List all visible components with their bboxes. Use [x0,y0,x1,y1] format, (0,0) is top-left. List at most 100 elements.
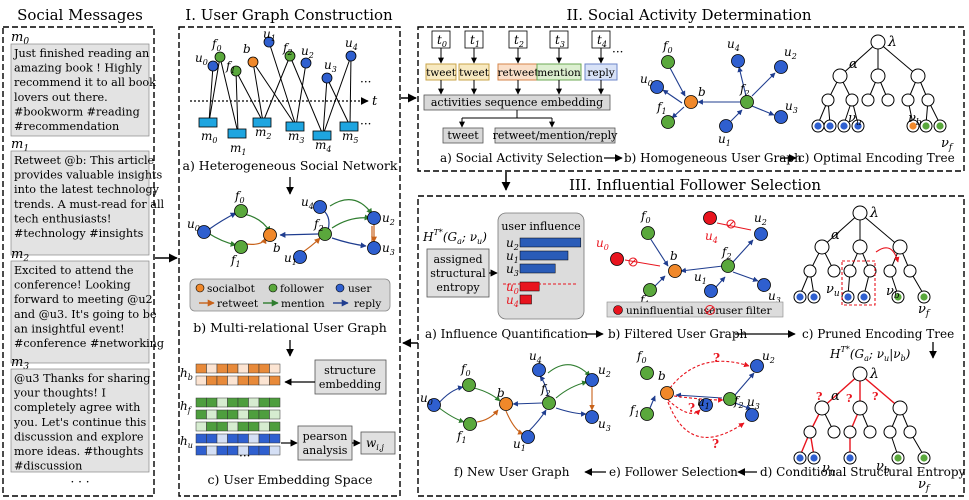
section2-panel [417,26,965,172]
embedding-cell [248,397,260,408]
tree-node [852,366,868,382]
tree-node [883,264,897,278]
message-line: Excited to attend the [14,264,134,277]
embedding-cell [269,397,281,408]
section3-e-caption: e) Follower Selection [609,465,738,479]
tree-node [870,68,886,84]
tree-node [832,68,848,84]
nu-label: νb [886,284,900,301]
embedding-cell [248,363,260,374]
section2-b-caption: b) Homogeneous User Graph [624,151,802,165]
tree-leaf-core [840,122,848,130]
embedding-cell [206,375,218,386]
svg-text:b: b [273,241,281,255]
embedding-cell [237,363,249,374]
message-line: #discussion [14,460,82,473]
svg-text:u3: u3 [598,417,611,433]
tree-node [845,93,859,107]
legend-socialbot-icon [195,283,205,293]
svg-text:f1: f1 [225,59,236,75]
embedding-cell [227,433,239,444]
nu-label: νb [908,111,922,128]
embedding-row-labels: hb hf hu [180,366,193,450]
message-line: recommend it to all book [14,76,156,89]
tree-node [852,239,868,255]
message-line: trends. A must-read for all [14,198,165,211]
alpha-label: α [831,228,840,243]
tree-leaf-core [936,122,944,130]
influence-bar [519,263,556,274]
section2-title: II. Social Activity Determination [566,6,811,24]
embedding-cell [237,421,249,432]
svg-text:u2: u2 [762,349,775,365]
svg-text:u0: u0 [420,391,433,407]
tree-leaf-core [920,454,928,462]
legend-follower-icon [268,283,278,293]
structure-embedding-line2: embedding [319,378,381,391]
output-tweet-label: tweet [447,129,479,142]
filtered-graph: f0 f1 u0 b f2 u4 u2 u3 u1 [596,209,781,309]
section1-c-caption: c) User Embedding Space [208,472,373,487]
tree-leaf-core [860,293,868,301]
time-label: t2 [514,33,524,49]
embedding-cell [227,363,239,374]
tree-node [814,239,830,255]
legend: socialbot follower user retweet mention … [195,283,381,310]
svg-text:b: b [497,386,505,400]
embedding-cell [216,363,228,374]
svg-text:···: ··· [360,117,371,131]
embedding-cell [237,433,249,444]
tree-node [921,93,935,107]
pearson-line2: analysis [303,444,348,457]
tree-leaf-core [846,454,854,462]
pearson-box [297,425,353,461]
time-axis-label: t [372,94,378,109]
user-influence-title: user influence [501,220,580,233]
tree-leaf-core [909,122,917,130]
message-line: an insightful event! [14,322,125,335]
output-other-label: retweet/mention/reply [493,129,618,142]
svg-text:u2: u2 [754,211,767,227]
embedding-cell [227,375,239,386]
svg-text:f2: f2 [721,245,732,261]
embedding-cell [216,397,228,408]
activity-label: retweet [497,67,539,79]
tree-node [852,205,868,221]
entropy-expression: HT*(Ga; νu) [422,228,487,246]
svg-text:u3: u3 [382,241,395,257]
nu-label: νu [826,282,840,299]
tree-node [863,425,877,439]
nu-label: νu [848,111,862,128]
embedding-cell [248,409,260,420]
filter-legend: user filter [719,305,773,317]
message-line: Retweet @b: This article [14,154,155,167]
embedding-cell [248,375,260,386]
tree-leaf-core [894,293,902,301]
svg-text:f2: f2 [540,382,551,398]
tree-node [863,264,877,278]
svg-text:b: b [670,249,678,263]
message-line: more ideas. #thoughts [14,445,144,458]
embedding-cell [237,397,249,408]
tree-leaf-core [814,122,822,130]
legend-reply: reply [354,298,381,310]
svg-text:f0: f0 [234,189,245,205]
heterogeneous-network: t [190,27,378,157]
message-line: you. Let's continue this [13,416,146,429]
legend-follower: follower [280,283,324,295]
embedding-cell [227,445,239,456]
section3-panel [417,195,965,497]
activity-label: mention [537,67,581,79]
embedding-cell [269,445,281,456]
time-label: t1 [470,33,480,49]
svg-text:u4: u4 [727,37,740,53]
svg-text:hf: hf [180,399,193,415]
follower-selection-graph: f0 f1 b f2 u2 u3 u1 ? ? ? [629,349,775,451]
svg-text:u4: u4 [345,36,358,52]
section3-c-caption: c) Pruned Encoding Tree [802,327,954,341]
message-card [10,150,150,256]
svg-text:f2: f2 [739,82,750,98]
svg-text:u2: u2 [382,211,395,227]
svg-text:u0: u0 [187,217,200,233]
svg-text:f1: f1 [456,429,467,445]
